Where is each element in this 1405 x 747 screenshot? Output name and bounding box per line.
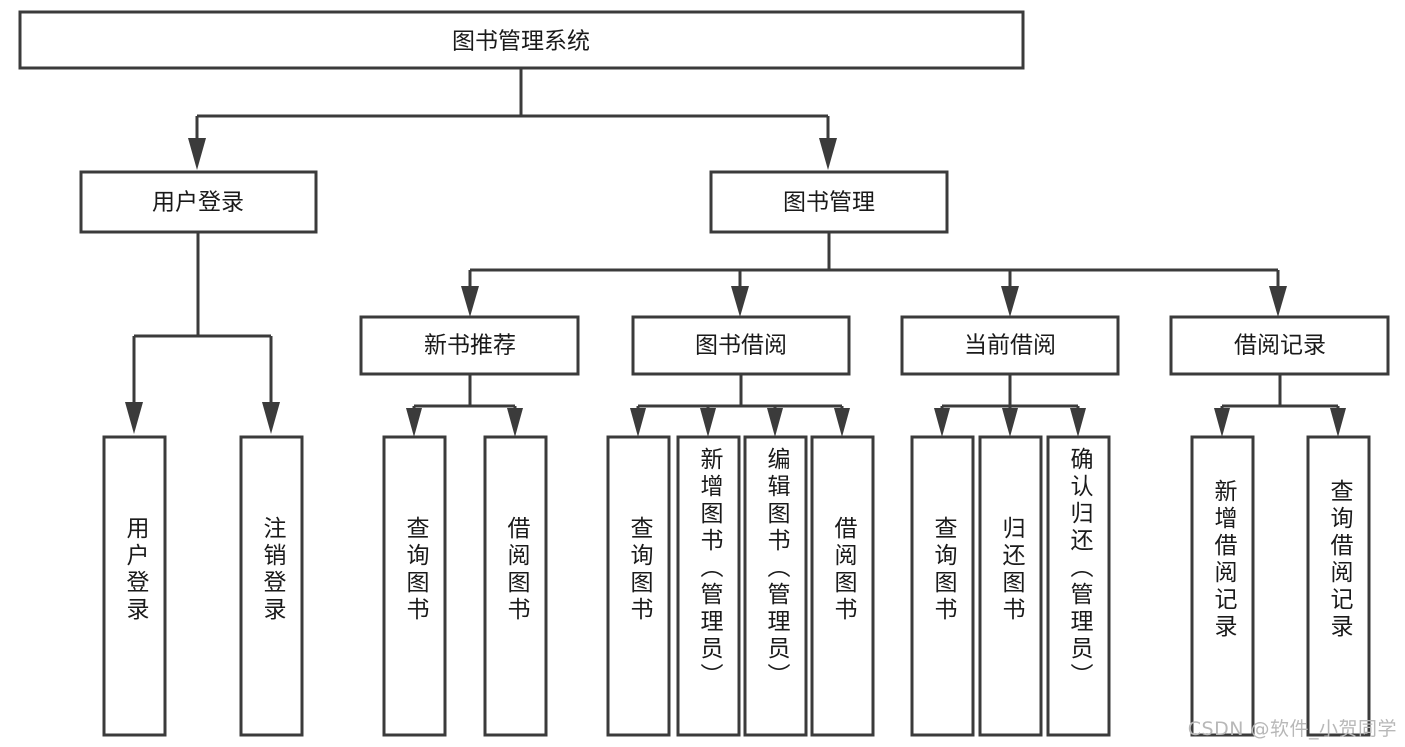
arrow-head-icon: [1330, 408, 1346, 437]
arrow-head-icon: [1001, 286, 1019, 317]
arrow-head-icon: [188, 138, 206, 170]
leaf-box-user-login[interactable]: [102, 435, 167, 737]
leaf-box-logout[interactable]: [239, 435, 304, 737]
arrow-head-icon: [507, 408, 523, 437]
leaf-box-confirm-return[interactable]: [1046, 435, 1111, 737]
leaf-box-query-book-2[interactable]: [606, 435, 671, 737]
user-login-box: [79, 170, 318, 234]
arrow-head-icon: [262, 402, 280, 434]
arrow-head-icon: [767, 408, 783, 437]
leaf-box-add-book[interactable]: [676, 435, 741, 737]
arrow-head-icon: [1214, 408, 1230, 437]
arrow-head-icon: [934, 408, 950, 437]
leaf-box-query-book-1[interactable]: [382, 435, 447, 737]
arrow-head-icon: [1070, 408, 1086, 437]
leaf-box-borrow-book-2[interactable]: [810, 435, 875, 737]
new-book-rec-label: 新书推荐: [424, 333, 516, 359]
connector-borrow-record-to-leaves: [1214, 374, 1346, 437]
arrow-head-icon: [125, 402, 143, 434]
arrow-head-icon: [1002, 408, 1018, 437]
leaf-box-add-record[interactable]: [1190, 435, 1255, 737]
arrow-head-icon: [819, 138, 837, 170]
current-borrow-box: [900, 315, 1120, 376]
leaf-box-query-record[interactable]: [1306, 435, 1371, 737]
book-borrow-label: 图书借阅: [695, 333, 787, 359]
node-book-manage[interactable]: 图书管理: [709, 170, 949, 234]
arrow-head-icon: [731, 286, 749, 317]
arrow-head-icon: [461, 286, 479, 317]
node-new-book-rec[interactable]: 新书推荐: [359, 315, 580, 376]
arrow-head-icon: [700, 408, 716, 437]
connector-new-book-rec-to-leaves: [406, 374, 523, 437]
book-manage-label: 图书管理: [783, 190, 875, 216]
node-current-borrow[interactable]: 当前借阅: [900, 315, 1120, 376]
connector-book-borrow-to-leaves: [630, 374, 850, 437]
connector-current-borrow-to-leaves: [934, 374, 1086, 437]
leaf-box-borrow-book-1[interactable]: [483, 435, 548, 737]
root-label: 图书管理系统: [452, 29, 590, 55]
leaf-box-query-book-3[interactable]: [910, 435, 975, 737]
arrow-head-icon: [406, 408, 422, 437]
node-root[interactable]: 图书管理系统: [18, 10, 1025, 70]
watermark: CSDN @软件_小贺同学: [1187, 718, 1397, 740]
node-book-borrow[interactable]: 图书借阅: [631, 315, 851, 376]
arrow-head-icon: [1269, 286, 1287, 317]
root-box: [18, 10, 1025, 70]
borrow-record-label: 借阅记录: [1234, 333, 1326, 359]
connector-root-to-level2: [188, 68, 837, 170]
leaf-box-edit-book[interactable]: [743, 435, 808, 737]
connector-book-manage-to-level3: [461, 232, 1287, 317]
arrow-head-icon: [630, 408, 646, 437]
leaf-box-return-book[interactable]: [978, 435, 1043, 737]
current-borrow-label: 当前借阅: [964, 333, 1056, 359]
connector-user-login-to-leaves: [125, 232, 280, 434]
new-book-rec-box: [359, 315, 580, 376]
arrow-head-icon: [834, 408, 850, 437]
user-login-label: 用户登录: [152, 190, 244, 216]
node-user-login[interactable]: 用户登录: [79, 170, 318, 234]
node-borrow-record[interactable]: 借阅记录: [1169, 315, 1390, 376]
